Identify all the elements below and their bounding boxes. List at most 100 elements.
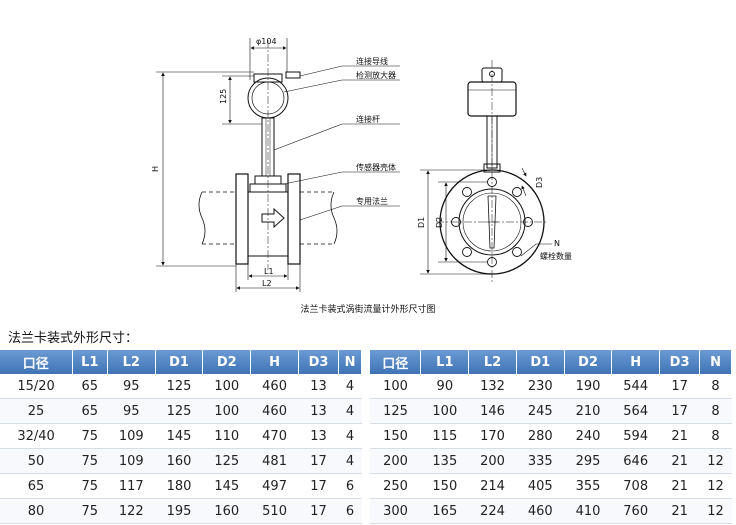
table-cell: 410 [564,498,612,524]
table-cell: 125 [155,374,203,399]
table-cell: 110 [202,423,251,449]
section-title: 法兰卡装式外形尺寸： [8,331,139,346]
table-cell: 6 [338,498,362,524]
drawing-caption: 法兰卡装式涡街流量计外形尺寸图 [300,305,436,315]
column-header: 口径 [370,350,422,374]
table-cell: 122 [107,498,156,524]
table-cell: 65 [72,374,108,399]
table-cell: 100 [202,374,251,399]
table-cell: 95 [107,398,156,424]
table-cell: 132 [468,374,517,399]
table-cell: 230 [516,374,565,399]
table-cell: 240 [564,423,612,449]
column-header: L1 [420,350,470,374]
table-cell: 594 [611,423,660,449]
table-cell: 165 [420,498,469,524]
table-cell: 8 [699,374,732,399]
table-cell: 135 [420,448,469,474]
column-header: 口径 [0,350,73,374]
table-cell: 300 [370,498,421,524]
table-cell: 80 [0,498,73,524]
table-cell: 760 [611,498,660,524]
table-cell: 481 [250,448,299,474]
table-cell: 17 [659,398,700,424]
table-cell: 160 [202,498,251,524]
table-cell: 195 [155,498,203,524]
column-header: D1 [155,350,204,374]
table-cell: 12 [699,448,732,474]
table-cell: 160 [155,448,203,474]
table-cell: 32/40 [0,423,73,449]
table-cell: 460 [516,498,565,524]
table-cell: 250 [370,473,421,499]
column-header: H [250,350,299,374]
column-header: L2 [468,350,517,374]
table-cell: 180 [155,473,203,499]
table-cell: 564 [611,398,660,424]
table-cell: 17 [298,448,339,474]
table-cell: 4 [338,398,362,424]
table-cell: 125 [202,448,251,474]
dim-phi104-label: φ104 [256,37,277,46]
table-cell: 150 [420,473,469,499]
callout-rod: 连接杆 [356,114,380,124]
front-view [156,38,400,292]
table-cell: 190 [564,374,612,399]
table-cell: 100 [202,398,251,424]
table-cell: 200 [468,448,517,474]
table-cell: 200 [370,448,421,474]
table-cell: 146 [468,398,517,424]
table-cell: 295 [564,448,612,474]
column-header: L1 [72,350,108,374]
column-header: N [338,350,362,374]
table-cell: 125 [370,398,421,424]
table-cell: 13 [298,398,339,424]
table-cell: 109 [107,423,156,449]
dim-n-label: N [554,239,560,248]
table-cell: 17 [659,374,700,399]
table-cell: 17 [298,498,339,524]
table-cell: 4 [338,448,362,474]
table-cell: 8 [699,423,732,449]
flange-right [287,173,301,265]
table-cell: 355 [564,473,612,499]
table-cell: 13 [298,423,339,449]
table-cell: 470 [250,423,299,449]
dim-d1-label: D1 [417,217,426,228]
dim-d2-label: D2 [435,217,444,228]
table-cell: 115 [420,423,469,449]
dim-l1-label: L1 [264,267,274,276]
column-header: D2 [564,350,613,374]
callout-amplifier: 检测放大器 [356,70,396,80]
table-cell: 100 [420,398,469,424]
table-cell: 224 [468,498,517,524]
table-cell: 65 [72,398,108,424]
callout-bolt-count: 螺栓数量 [540,251,572,261]
table-cell: 510 [250,498,299,524]
table-cell: 25 [0,398,73,424]
table-cell: 6 [338,473,362,499]
dim-h-label: H [151,166,160,172]
table-cell: 109 [107,448,156,474]
column-header: H [611,350,661,374]
table-cell: 145 [155,423,203,449]
table-cell: 210 [564,398,612,424]
table-cell: 75 [72,448,108,474]
table-cell: 8 [699,398,732,424]
callout-flange: 专用法兰 [356,196,388,206]
table-cell: 245 [516,398,565,424]
table-cell: 405 [516,473,565,499]
table-cell: 497 [250,473,299,499]
table-cell: 4 [338,374,362,399]
table-cell: 150 [370,423,421,449]
column-header: D3 [659,350,701,374]
